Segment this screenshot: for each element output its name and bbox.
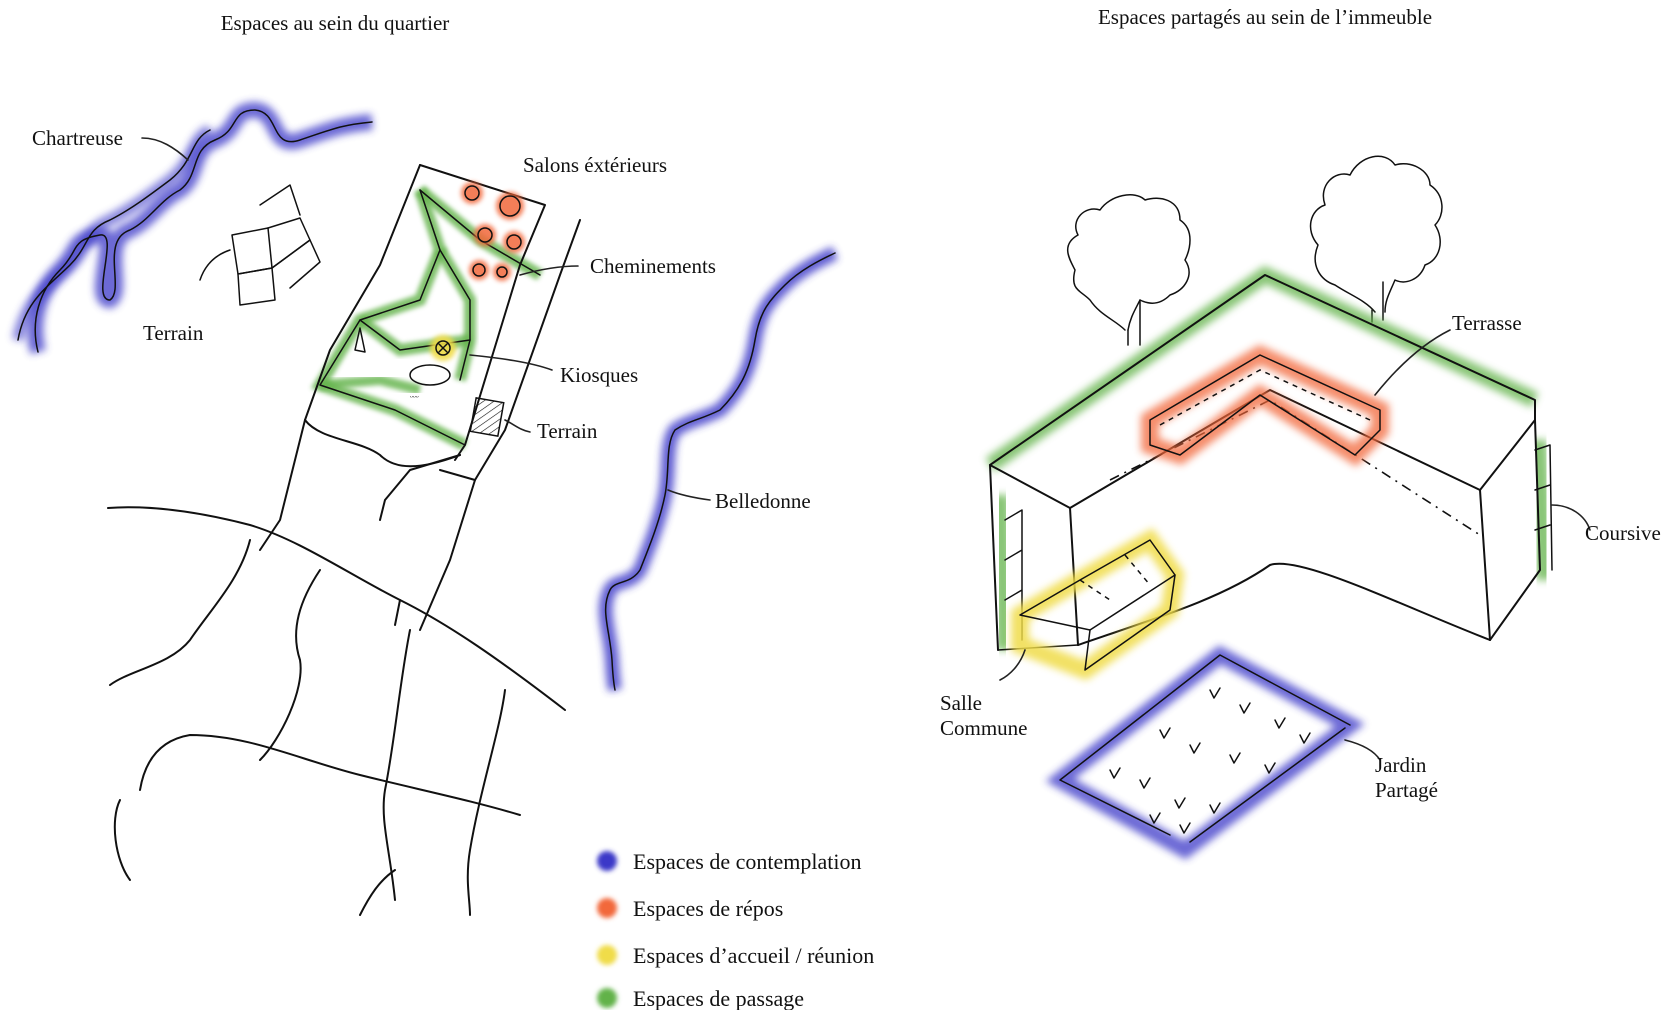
scribble-mark: ᵕᵕᵕ bbox=[410, 392, 419, 403]
belledonne-ridge bbox=[598, 246, 838, 692]
legend-label-accueil: Espaces d’accueil / réunion bbox=[633, 943, 874, 968]
kiosque-marker bbox=[430, 335, 456, 361]
kiosques-leader bbox=[469, 354, 553, 371]
jardin-label-line2: Partagé bbox=[1375, 778, 1438, 802]
salons-exterieurs-cluster bbox=[461, 182, 525, 281]
salle-label-line2: Commune bbox=[940, 716, 1028, 740]
roof-edge-highlight bbox=[985, 265, 1539, 472]
cheminements-label: Cheminements bbox=[590, 254, 716, 278]
salons-label: Salons éxtérieurs bbox=[523, 153, 667, 177]
legend-item-passage: Espaces de passage bbox=[597, 986, 804, 1010]
kiosques-label: Kiosques bbox=[560, 363, 638, 387]
belledonne-label: Belledonne bbox=[715, 489, 811, 513]
left-panel: Espaces au sein du quartier Chartreuse T… bbox=[12, 11, 838, 916]
tree-left bbox=[1067, 194, 1191, 346]
legend-label-contemplation: Espaces de contemplation bbox=[633, 849, 861, 874]
legend-item-accueil: Espaces d’accueil / réunion bbox=[597, 943, 874, 968]
coursive-leader bbox=[1551, 504, 1591, 531]
jardin-plants bbox=[1109, 687, 1311, 834]
cheminements-leader bbox=[519, 265, 579, 276]
terrasse-leader bbox=[1374, 329, 1451, 396]
legend-label-passage: Espaces de passage bbox=[633, 986, 804, 1010]
legend-swatch-accueil bbox=[597, 945, 617, 965]
chartreuse-leader bbox=[141, 137, 189, 161]
right-panel-title: Espaces partagés au sein de l’immeuble bbox=[1098, 5, 1432, 29]
legend-swatch-repos bbox=[597, 898, 617, 918]
chartreuse-ridge bbox=[12, 101, 373, 354]
triangle-marker bbox=[354, 327, 366, 353]
salle-commune-box bbox=[1011, 528, 1185, 681]
belledonne-leader bbox=[667, 489, 711, 501]
park-passage-paths bbox=[310, 185, 544, 451]
terrain-center-label: Terrain bbox=[537, 419, 598, 443]
jardin-label-line1: Jardin bbox=[1375, 753, 1427, 777]
terrasse-label: Terrasse bbox=[1452, 311, 1522, 335]
left-panel-title: Espaces au sein du quartier bbox=[221, 11, 450, 35]
pond-marker bbox=[409, 364, 451, 386]
park-outline-streets bbox=[107, 164, 581, 916]
coursive-left-highlight bbox=[991, 494, 1014, 651]
coursive-label: Coursive bbox=[1585, 521, 1661, 545]
terrain-buildings-sketch bbox=[199, 184, 321, 306]
legend-label-repos: Espaces de répos bbox=[633, 896, 783, 921]
terrain-center-leader bbox=[504, 419, 531, 433]
coursive-right-highlight bbox=[1529, 439, 1554, 581]
legend: Espaces de contemplation Espaces de répo… bbox=[597, 849, 874, 1010]
salle-leader bbox=[999, 649, 1026, 681]
legend-swatch-passage bbox=[597, 988, 617, 1008]
chartreuse-label: Chartreuse bbox=[32, 126, 123, 150]
jardin-leader bbox=[1344, 739, 1381, 761]
terrain-top-label: Terrain bbox=[143, 321, 204, 345]
terrasse-outline bbox=[1141, 344, 1389, 467]
right-panel: Espaces partagés au sein de l’immeuble bbox=[940, 5, 1661, 860]
terrain-hatched-square bbox=[469, 396, 505, 438]
legend-item-contemplation: Espaces de contemplation bbox=[597, 849, 861, 874]
legend-item-repos: Espaces de répos bbox=[597, 896, 783, 921]
jardin-partage-plot bbox=[1045, 645, 1365, 860]
salle-label-line1: Salle bbox=[940, 691, 982, 715]
legend-swatch-contemplation bbox=[597, 851, 617, 871]
